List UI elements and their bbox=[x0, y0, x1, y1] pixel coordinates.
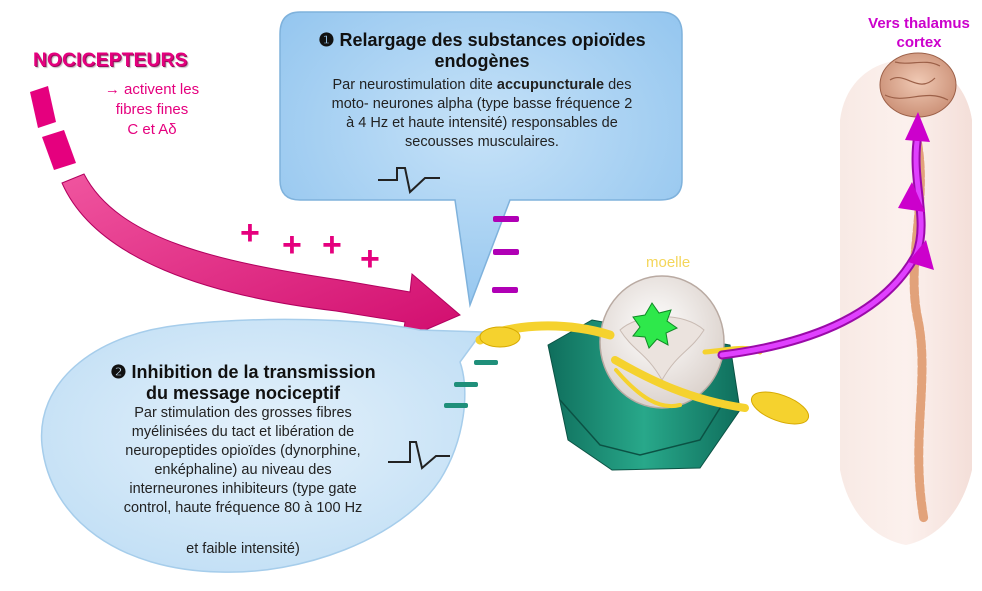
thalamus-label: Vers thalamus cortex bbox=[856, 14, 982, 52]
bubble-relargage-body-4: secousses musculaires. bbox=[405, 134, 559, 150]
body-text: Par neurostimulation dite bbox=[332, 77, 497, 93]
human-body-silhouette bbox=[840, 52, 972, 545]
plus-sign: + bbox=[322, 226, 342, 264]
nociceptive-arrow bbox=[61, 173, 461, 341]
violet-minus-signs bbox=[492, 216, 519, 293]
bubble-inhibition-body-7: et faible intensité) bbox=[186, 541, 300, 557]
activation-star-icon bbox=[632, 302, 679, 349]
body-bold-text: accupuncturale bbox=[496, 77, 605, 93]
bubble-relargage-title-1: ❶ Relargage des substances opioïdes bbox=[318, 30, 646, 50]
nociceptors-line-3: C et Aδ bbox=[127, 121, 177, 138]
nociceptors-subtitle: → activent les fibres fines C et Aδ bbox=[92, 80, 212, 140]
nociceptor-dashes bbox=[30, 86, 76, 170]
bubble-relargage-body-1: Par neurostimulation dite accupuncturale… bbox=[282, 76, 682, 95]
body-text: des bbox=[604, 77, 632, 93]
nociceptors-line-2: fibres fines bbox=[115, 101, 189, 118]
bubble-inhibition-body-4: enképhaline) au niveau des bbox=[154, 462, 332, 478]
bubble-relargage-text: ❶ Relargage des substances opioïdes endo… bbox=[282, 30, 682, 152]
spinal-cord-label: moelle bbox=[646, 254, 691, 271]
spinal-cord-segment bbox=[475, 275, 810, 471]
bubble-relargage-body-3: à 4 Hz et haute intensité) responsables … bbox=[346, 115, 618, 131]
bubble-inhibition-body-2: myélinisées du tact et libération de bbox=[131, 424, 355, 440]
plus-sign: + bbox=[282, 226, 302, 264]
bubble-inhibition-body-5: interneurones inhibiteurs (type gate bbox=[129, 481, 357, 497]
ascending-pathway-arrow bbox=[717, 112, 934, 360]
bubble-inhibition-body-6: control, haute fréquence 80 à 100 Hz bbox=[123, 500, 363, 516]
thalamus-label-line-2: cortex bbox=[896, 34, 942, 51]
bubble-relargage bbox=[279, 11, 683, 308]
low-frequency-pulse-icon bbox=[378, 167, 440, 194]
thalamus-label-line-1: Vers thalamus bbox=[868, 15, 970, 32]
bubble-inhibition-title-2: du message nociceptif bbox=[145, 383, 341, 403]
high-frequency-pulse-icon bbox=[388, 441, 450, 470]
bubble-inhibition-body-1: Par stimulation des grosses fibres bbox=[134, 405, 352, 421]
nociceptors-title: NOCICEPTEURS bbox=[33, 50, 188, 71]
bubble-relargage-body-2: moto- neurones alpha (type basse fréquen… bbox=[331, 96, 633, 112]
teal-minus-signs bbox=[444, 360, 498, 408]
plus-sign: + bbox=[360, 240, 380, 278]
bubble-inhibition-text: ❷ Inhibition de la transmission du messa… bbox=[78, 362, 408, 518]
bubble-inhibition-title-1: ❷ Inhibition de la transmission bbox=[110, 362, 376, 382]
bubble-relargage-title-2: endogènes bbox=[434, 51, 530, 71]
plus-sign: + bbox=[240, 214, 260, 252]
bubble-inhibition-body-3: neuropeptides opioïdes (dynorphine, bbox=[125, 443, 361, 459]
nociceptors-line-1: → activent les bbox=[104, 81, 200, 98]
bubble-inhibition bbox=[40, 318, 484, 573]
